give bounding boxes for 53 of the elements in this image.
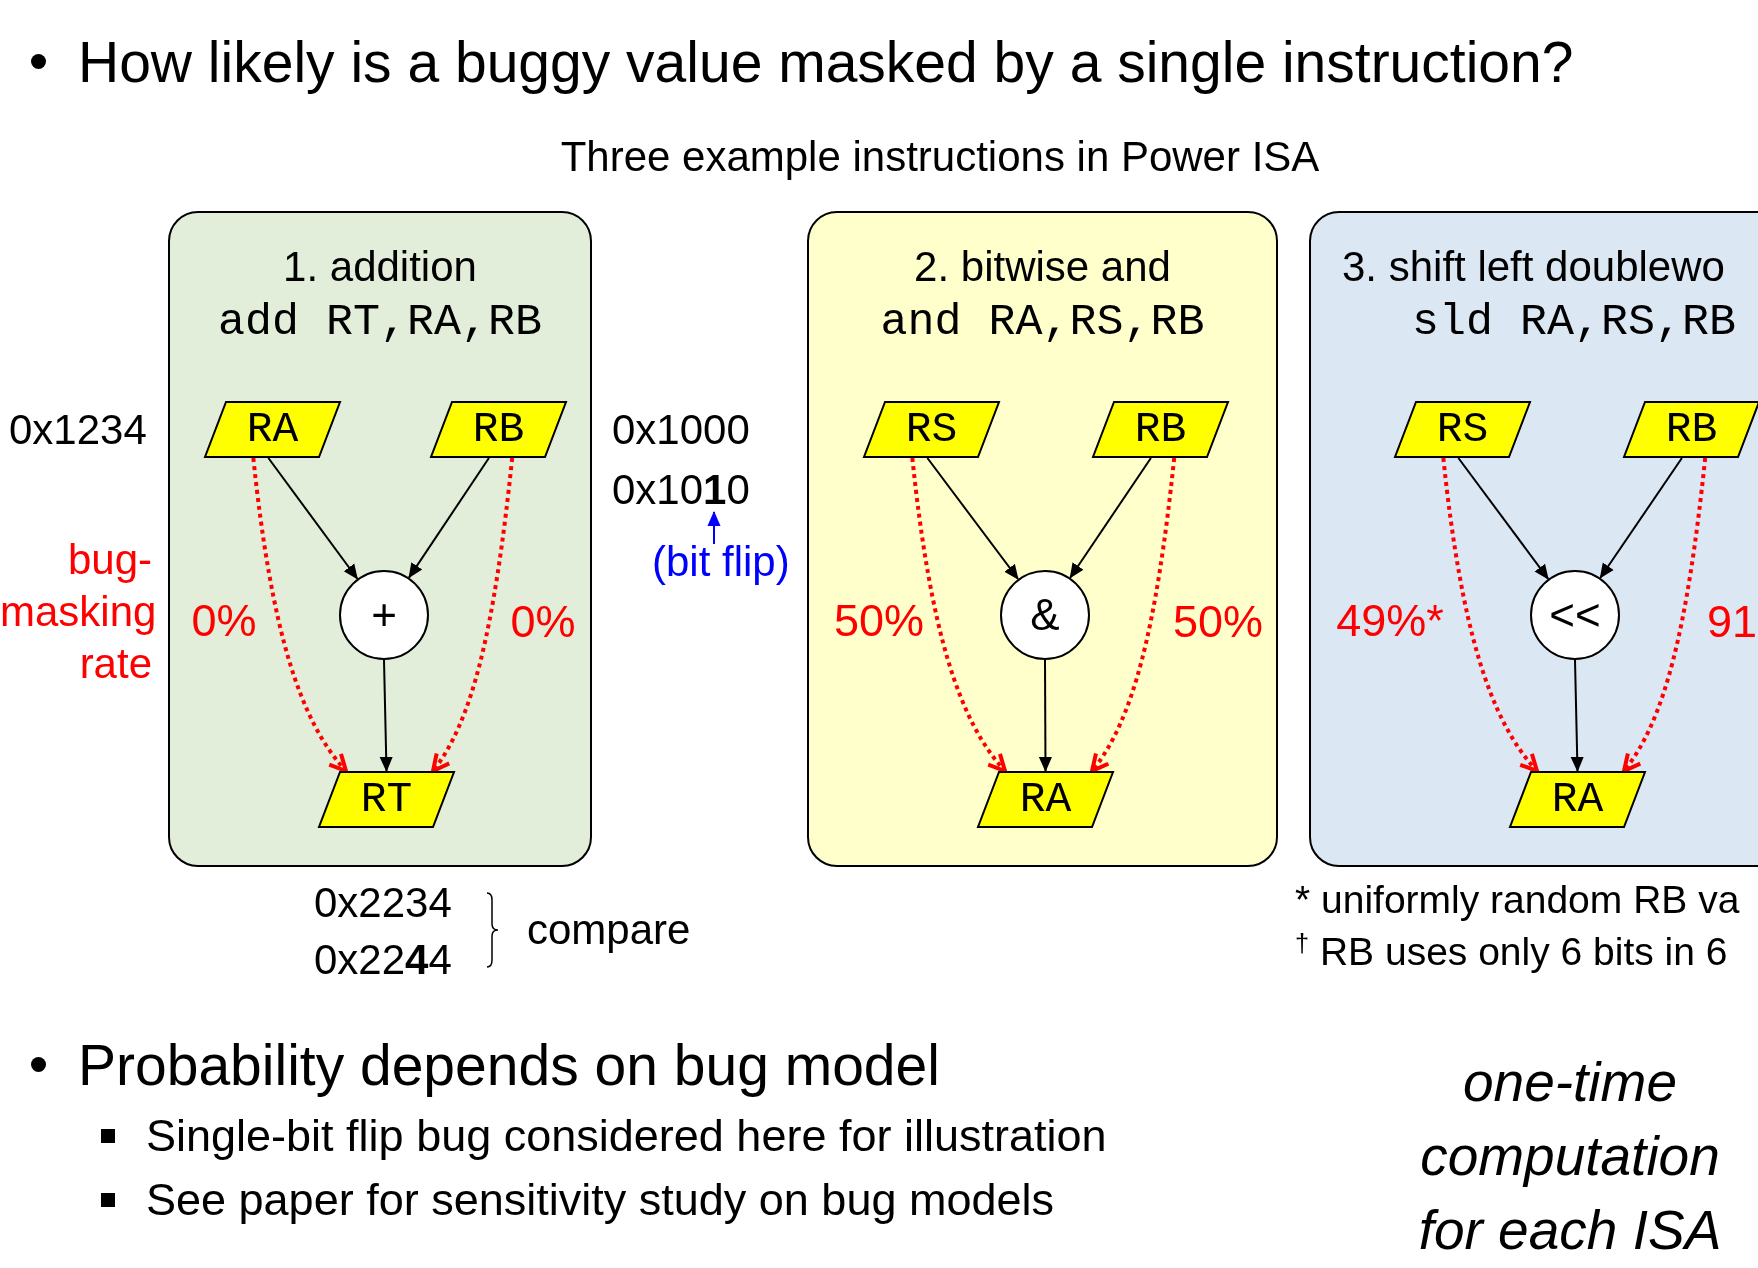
panel-heading: 3. shift left doublewo <box>1342 243 1725 290</box>
instruction-code: add RT,RA,RB <box>217 297 543 348</box>
note-text: one-time computation for each ISA <box>1417 1050 1723 1263</box>
operator-circle: << <box>1530 570 1620 660</box>
register-parallelogram: RB <box>1623 401 1758 458</box>
title: How likely is a buggy value masked by a single instruction? <box>78 29 1574 96</box>
side-note: bug- masking rate <box>0 535 152 689</box>
hex-value: 0x1000 <box>612 405 750 455</box>
dashed-arrow <box>251 457 348 773</box>
register-parallelogram: RA <box>977 771 1114 828</box>
arrow <box>379 659 393 772</box>
register-parallelogram: RB <box>430 401 567 458</box>
operator-circle: + <box>339 570 429 660</box>
register-parallelogram: RT <box>318 771 455 828</box>
register-parallelogram: RA <box>1509 771 1646 828</box>
arrow <box>1038 659 1052 772</box>
instruction-code: and RA,RS,RB <box>880 297 1205 348</box>
hex-value: 0x1010 <box>612 468 750 512</box>
arrow <box>1457 457 1550 580</box>
arrow <box>1599 457 1683 579</box>
instruction-code: sld RA,RS,RB <box>1412 297 1737 348</box>
arrow <box>707 511 721 545</box>
arrow <box>1570 659 1584 772</box>
hex-value: 0x2234 <box>314 878 452 928</box>
dashed-arrow <box>1622 457 1708 773</box>
bullet-text: See paper for sensitivity study on bug models <box>146 1173 1054 1227</box>
register-parallelogram: RA <box>204 401 341 458</box>
annotation: (bit flip) <box>652 540 790 584</box>
register-parallelogram: RS <box>1394 401 1531 458</box>
footnote: $^{†}$ RB uses only 6 bits in 6 <box>1295 928 1728 975</box>
panel-heading: 1. addition <box>283 243 477 290</box>
arrow <box>408 457 490 579</box>
dashed-arrow <box>1090 457 1177 773</box>
footnote: * uniformly random RB va <box>1295 877 1740 923</box>
instruction-panel <box>1309 211 1758 867</box>
compare-label: compare <box>527 905 691 955</box>
operator-circle: & <box>1000 570 1090 660</box>
dashed-arrow <box>910 457 1007 773</box>
panel-heading: 2. bitwise and <box>914 243 1171 290</box>
bullet-text: Single-bit flip bug considered here for illustration <box>146 1109 1107 1163</box>
instruction-panel <box>168 211 592 867</box>
register-parallelogram: RS <box>863 401 1000 458</box>
arrow <box>1069 457 1152 579</box>
instruction-panel <box>807 211 1278 867</box>
arrow <box>267 457 359 580</box>
hex-value: 0x2244 <box>314 935 452 985</box>
dashed-arrow <box>1441 457 1539 773</box>
dashed-arrow <box>431 457 515 773</box>
arrow <box>926 457 1019 580</box>
subtitle: Three example instructions in Power ISA <box>559 132 1321 182</box>
register-parallelogram: RB <box>1092 401 1229 458</box>
bullet-text: Probability depends on bug model <box>78 1032 940 1099</box>
hex-value: 0x1234 <box>9 405 147 455</box>
